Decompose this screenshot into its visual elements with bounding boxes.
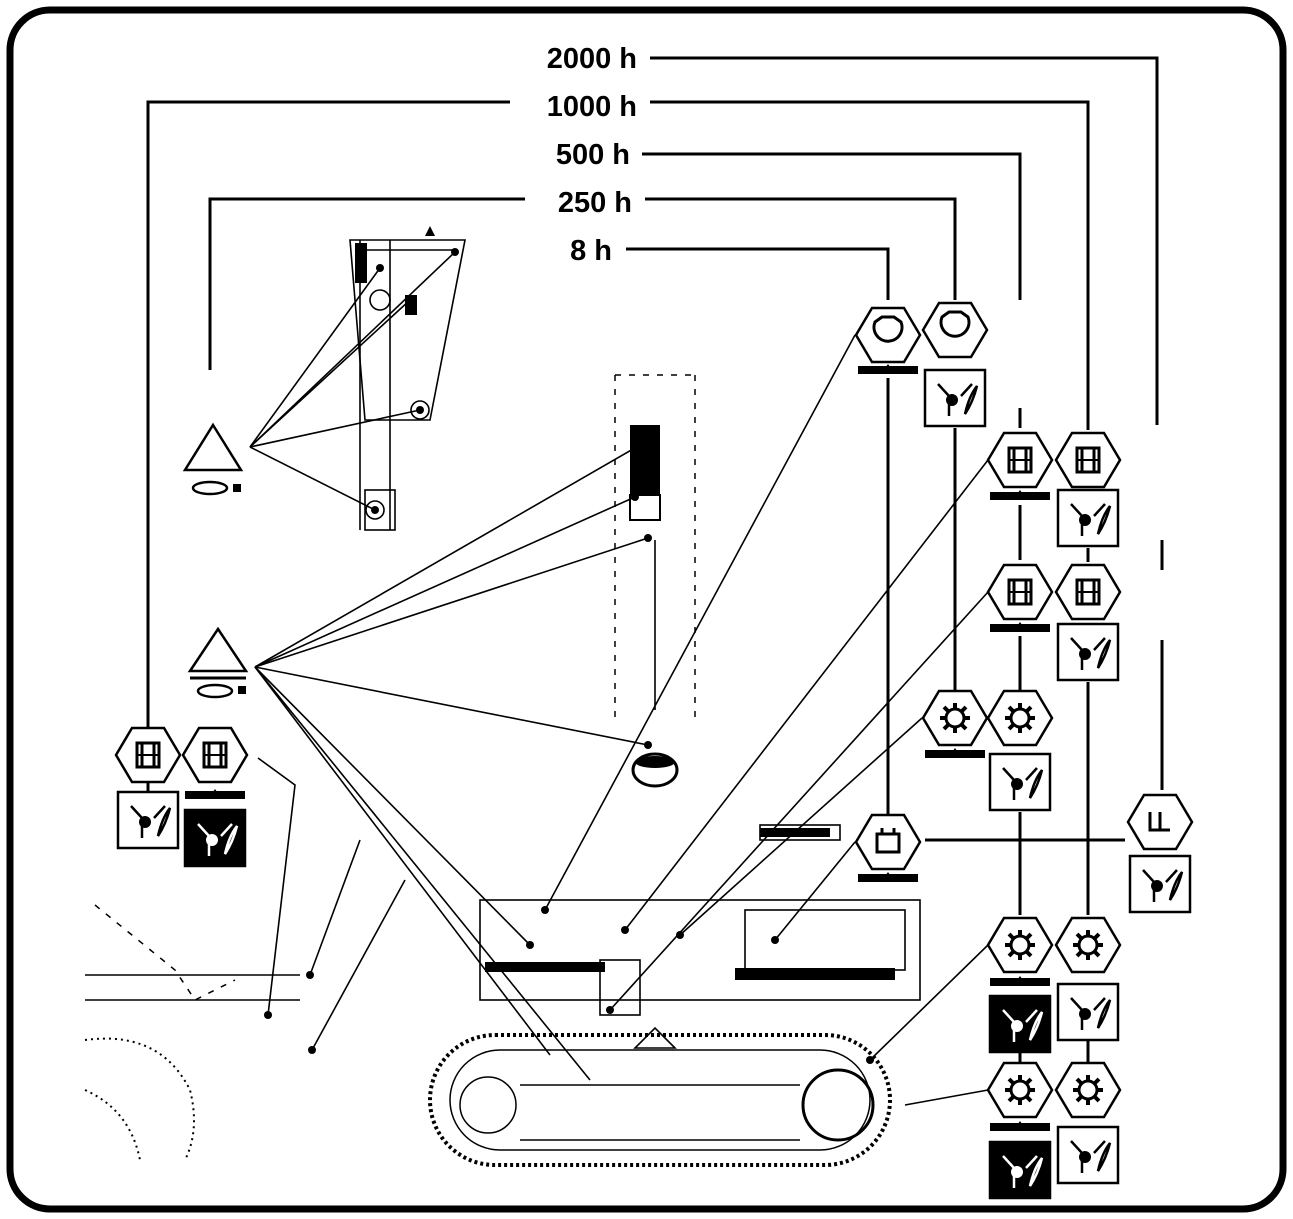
grease-funnel-icon-dark xyxy=(185,810,245,866)
interval-label-2000h: 2000 h xyxy=(547,43,637,75)
interval-label-250h: 250 h xyxy=(558,187,632,219)
grease-triangle-icon xyxy=(185,425,241,494)
interval-label-8h: 8 h xyxy=(570,235,612,267)
level-check-icon xyxy=(990,1121,1050,1131)
crawler-track xyxy=(430,1035,890,1165)
filter-icon xyxy=(1128,795,1192,849)
level-check-icon xyxy=(990,490,1050,500)
gear-icon xyxy=(988,918,1052,972)
level-check-icon xyxy=(858,364,918,374)
grease-funnel-icon xyxy=(1058,984,1118,1040)
gear-icon xyxy=(1056,918,1120,972)
level-check-icon xyxy=(925,748,985,758)
interval-label-1000h: 1000 h xyxy=(547,91,637,123)
crane-mast xyxy=(615,375,695,786)
winch-icon xyxy=(183,728,247,782)
change-oil-icon xyxy=(856,308,920,362)
grease-funnel-icon xyxy=(1058,624,1118,680)
level-check-icon xyxy=(990,622,1050,632)
level-check-icon xyxy=(185,789,245,799)
winch-icon xyxy=(1056,565,1120,619)
grease-funnel-icon xyxy=(1058,490,1118,546)
level-check-icon xyxy=(990,976,1050,986)
crane-boom-head xyxy=(350,226,465,530)
gear-icon xyxy=(988,691,1052,745)
fuel-tank-icon xyxy=(856,815,920,869)
grease-funnel-icon xyxy=(1130,856,1190,912)
winch-icon xyxy=(1056,433,1120,487)
level-check-icon xyxy=(858,872,918,882)
change-oil-icon xyxy=(923,303,987,357)
grease-funnel-icon-dark xyxy=(990,996,1050,1052)
grease-funnel-icon xyxy=(925,370,985,426)
gear-icon xyxy=(1056,1063,1120,1117)
grease-funnel-icon xyxy=(990,754,1050,810)
grease-funnel-icon xyxy=(118,792,178,848)
winch-icon xyxy=(116,728,180,782)
grease-triangle-icon xyxy=(190,629,246,697)
winch-icon xyxy=(988,433,1052,487)
crane-body xyxy=(480,825,920,1048)
grease-funnel-icon xyxy=(1058,1127,1118,1183)
boom-foot-sketch xyxy=(85,905,300,1160)
lubrication-points xyxy=(264,248,874,1064)
gear-icon xyxy=(988,1063,1052,1117)
winch-icon xyxy=(988,565,1052,619)
interval-label-500h: 500 h xyxy=(556,139,630,171)
gear-icon xyxy=(923,691,987,745)
grease-funnel-icon-dark xyxy=(990,1142,1050,1198)
